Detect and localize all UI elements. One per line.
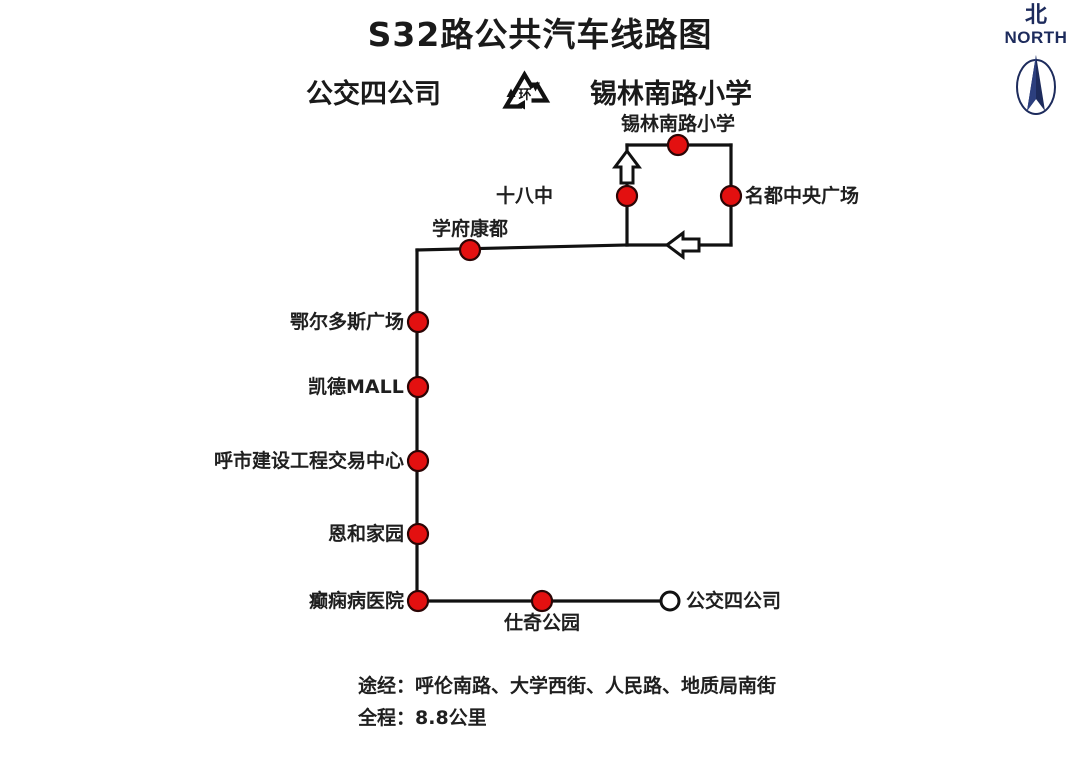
direction-arrow-icon	[612, 148, 642, 185]
route-stop-markers	[406, 133, 743, 613]
compass-north-en-label: NORTH	[1004, 28, 1068, 47]
stop-marker[interactable]	[458, 238, 482, 262]
stop-marker[interactable]	[406, 310, 430, 334]
route-length-note: 全程：8.8公里	[358, 707, 487, 729]
stop-label-xuefu-kangdu: 学府康都	[432, 218, 509, 240]
stop-label-shibazhong: 十八中	[496, 185, 554, 207]
stop-marker[interactable]	[719, 184, 743, 208]
stop-label-gongjiao-sigongsi: 公交四公司	[686, 590, 782, 612]
stop-marker[interactable]	[406, 522, 430, 546]
stop-label-eerduosi-guangchang: 鄂尔多斯广场	[290, 311, 405, 333]
route-lines	[415, 143, 733, 603]
page-title: S32路公共汽车线路图	[367, 15, 713, 54]
stop-marker[interactable]	[406, 589, 430, 613]
route-diagram	[406, 133, 743, 613]
stop-label-hushi-jianshe-gongcheng-jiaoyi-zhongxin: 呼市建设工程交易中心	[214, 450, 405, 472]
start-terminal-label: 公交四公司	[306, 79, 441, 110]
stop-label-dianxianbing-yiyuan: 癫痫病医院	[309, 590, 405, 612]
compass-needle-icon	[1016, 55, 1056, 115]
end-terminal-label: 锡林南路小学	[590, 79, 752, 110]
recycle-loop-icon-svg	[502, 70, 551, 110]
route-notes: 途经：呼伦南路、大学西街、人民路、地质局南街 全程：8.8公里	[358, 670, 998, 734]
route-segment	[415, 243, 629, 252]
stop-label-mingdu-zhongyang-guangchang: 名都中央广场	[745, 185, 860, 207]
stop-marker[interactable]	[666, 133, 690, 157]
terminus-marker[interactable]	[659, 590, 681, 612]
stop-marker[interactable]	[615, 184, 639, 208]
compass-north-indicator: 北 NORTH	[1000, 4, 1072, 134]
stop-marker[interactable]	[406, 449, 430, 473]
compass-north-cn-label: 北	[1024, 3, 1047, 28]
stop-label-shiqi-gongyuan: 仕奇公园	[504, 612, 581, 634]
stop-label-enhe-jiayuan: 恩和家园	[328, 523, 405, 545]
stop-marker[interactable]	[530, 589, 554, 613]
stop-label-xilin-nanlu-xiaoxue: 锡林南路小学	[621, 113, 736, 135]
stop-label-kaide-mall: 凯德MALL	[308, 376, 404, 398]
route-via-note: 途经：呼伦南路、大学西街、人民路、地质局南街	[358, 675, 777, 697]
direction-arrow-icon	[664, 230, 701, 260]
route-direction-arrows	[612, 148, 701, 260]
stop-marker[interactable]	[406, 375, 430, 399]
